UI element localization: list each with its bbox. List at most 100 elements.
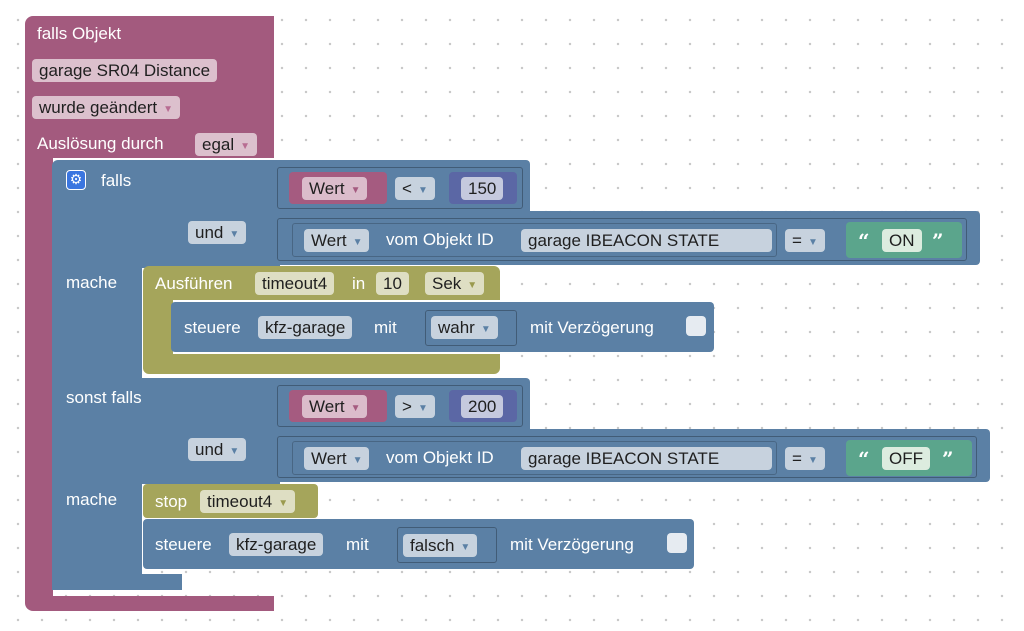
var-dropdown-2[interactable]: Wert ▼ <box>302 395 368 418</box>
dropdown-arrow-icon: ▼ <box>278 498 289 509</box>
number-value-2: 200 <box>468 397 497 416</box>
from-object-label-2: vom Objekt ID <box>386 448 494 467</box>
operator-label-1: < <box>402 179 412 198</box>
operator-dropdown-1[interactable]: <▼ <box>395 177 435 200</box>
dropdown-arrow-icon: ▼ <box>350 403 361 414</box>
event-block-left-arm <box>25 150 53 600</box>
in-label: in <box>352 274 366 293</box>
unit-label: Sek <box>432 274 462 293</box>
compare-slot-3 <box>277 385 523 427</box>
number-field-1[interactable]: 150 <box>461 177 504 200</box>
quote-open-icon: “ <box>858 229 870 253</box>
timeout-name-field[interactable]: timeout4 <box>255 272 335 295</box>
attr-label-1: Wert <box>311 231 347 250</box>
delay-field[interactable]: 10 <box>376 272 409 295</box>
get-value-block-2[interactable] <box>292 441 777 475</box>
do2-label: mache <box>66 490 118 509</box>
value-label-1: wahr <box>438 318 475 337</box>
control-target-value-1: kfz-garage <box>265 318 346 337</box>
value-dropdown-1[interactable]: wahr ▼ <box>431 316 498 339</box>
compare-slot-2 <box>277 218 967 261</box>
dropdown-arrow-icon: ▼ <box>417 185 428 196</box>
dropdown-arrow-icon: ▼ <box>460 542 471 553</box>
event-title: falls Objekt <box>37 24 122 43</box>
object-id-value-2: garage IBEACON STATE <box>528 449 720 468</box>
stop-label: stop <box>155 492 188 511</box>
dropdown-arrow-icon: ▼ <box>352 455 363 466</box>
dropdown-arrow-icon: ▼ <box>229 446 240 457</box>
timeout-name-1: timeout4 <box>262 274 328 293</box>
dropdown-arrow-icon: ▼ <box>467 280 478 291</box>
if-label: falls <box>101 171 132 190</box>
control-label-1: steuere <box>184 318 241 337</box>
control-target-1[interactable]: kfz-garage <box>258 316 353 339</box>
compare-slot-4 <box>277 436 977 478</box>
object-id-field-1[interactable]: garage IBEACON STATE <box>521 229 772 252</box>
get-value-block-1[interactable] <box>292 223 777 257</box>
compare-slot-1 <box>277 167 523 209</box>
delay-label-2: mit Verzögerung <box>510 535 634 554</box>
attr-dropdown-2[interactable]: Wert ▼ <box>304 447 370 470</box>
text-value-1: ON <box>889 231 915 250</box>
do-label: mache <box>66 273 118 292</box>
operator-label-2: > <box>402 397 412 416</box>
dropdown-arrow-icon: ▼ <box>807 455 818 466</box>
var-label-2: Wert <box>309 397 345 416</box>
control-target-2[interactable]: kfz-garage <box>229 533 324 556</box>
timeout-block-footer <box>143 354 500 374</box>
object-id-value-1: garage IBEACON STATE <box>528 231 720 250</box>
delay-checkbox-2[interactable] <box>667 533 687 553</box>
attr-label-2: Wert <box>311 449 347 468</box>
event-block-footer[interactable] <box>25 596 274 611</box>
timeout-label: Ausführen <box>155 274 233 293</box>
trigger-mode-label: wurde geändert <box>39 98 158 117</box>
and-label-2: und <box>195 440 224 459</box>
control-target-value-2: kfz-garage <box>236 535 317 554</box>
var-dropdown-1[interactable]: Wert ▼ <box>302 177 368 200</box>
control-label-2: steuere <box>155 535 212 554</box>
object-id-field[interactable]: garage SR04 Distance <box>32 59 218 82</box>
and-dropdown-2[interactable]: und ▼ <box>188 438 247 461</box>
and-dropdown-1[interactable]: und▼ <box>188 221 247 244</box>
elseif-label: sonst falls <box>66 388 142 407</box>
delay-value: 10 <box>383 274 402 293</box>
dropdown-arrow-icon: ▼ <box>350 185 361 196</box>
compare-op-label-2: = <box>792 449 802 468</box>
unit-dropdown[interactable]: Sek ▼ <box>425 272 485 295</box>
compare-op-dropdown-1[interactable]: =▼ <box>785 229 825 252</box>
value-dropdown-2[interactable]: falsch▼ <box>403 534 478 557</box>
dropdown-arrow-icon: ▼ <box>417 403 428 414</box>
dropdown-arrow-icon: ▼ <box>163 104 174 115</box>
text-field-1[interactable]: ON <box>882 229 922 252</box>
dropdown-arrow-icon: ▼ <box>240 141 251 152</box>
delay-label-1: mit Verzögerung <box>530 318 654 337</box>
dropdown-arrow-icon: ▼ <box>480 324 491 335</box>
trigger-mode-dropdown[interactable]: wurde geändert ▼ <box>32 96 181 119</box>
gear-icon[interactable]: ⚙ <box>66 170 86 190</box>
and-label-1: und <box>195 223 224 242</box>
number-field-2[interactable]: 200 <box>461 395 504 418</box>
delay-checkbox-1[interactable] <box>686 316 706 336</box>
timeout-block-arm <box>143 298 173 358</box>
dropdown-arrow-icon: ▼ <box>352 237 363 248</box>
object-id-field-2[interactable]: garage IBEACON STATE <box>521 447 772 470</box>
ack-value: egal <box>202 135 235 154</box>
from-object-label-1: vom Objekt ID <box>386 230 494 249</box>
value-slot-1 <box>425 310 517 346</box>
operator-dropdown-2[interactable]: >▼ <box>395 395 435 418</box>
attr-dropdown-1[interactable]: Wert ▼ <box>304 229 370 252</box>
text-value-2: OFF <box>889 449 923 468</box>
var-label-1: Wert <box>309 179 345 198</box>
text-field-2[interactable]: OFF <box>882 447 930 470</box>
value-slot-2 <box>397 527 497 563</box>
number-value-1: 150 <box>468 179 497 198</box>
stop-timeout-dropdown[interactable]: timeout4▼ <box>200 490 296 513</box>
quote-close-icon: ” <box>932 229 944 253</box>
object-id-label: garage SR04 Distance <box>39 61 211 80</box>
with-label-2: mit <box>346 535 369 554</box>
compare-op-label-1: = <box>792 231 802 250</box>
compare-op-dropdown-2[interactable]: =▼ <box>785 447 825 470</box>
ack-dropdown[interactable]: egal ▼ <box>195 133 258 156</box>
quote-close-icon: ” <box>942 447 954 471</box>
ack-label: Auslösung durch <box>37 134 164 153</box>
